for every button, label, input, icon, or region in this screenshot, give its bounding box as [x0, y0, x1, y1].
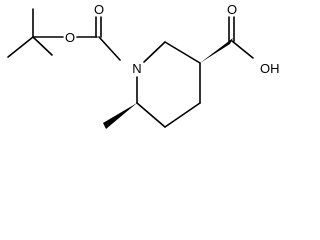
atom-ring-nitrogen: N — [132, 61, 141, 76]
molecule-drawing: O O N O OH — [7, 2, 280, 129]
bond-wedge-methyl — [103, 103, 137, 129]
bond-acid-c-oh — [231, 40, 254, 59]
bond-ring-n-c2 — [143, 41, 166, 63]
bond-ring-c5-c6 — [136, 102, 166, 128]
atom-ester-oxygen: O — [65, 30, 75, 45]
bond-ring-c4-c5 — [164, 102, 201, 128]
bond-tbu-methyl-left — [7, 36, 34, 58]
bond-tbu-methyl-right — [32, 36, 53, 56]
structure-canvas: O O N O OH — [7, 2, 280, 129]
atom-acid-hydroxyl: OH — [260, 61, 280, 76]
bond-carbonyl-to-nitrogen — [98, 36, 121, 61]
bond-ring-c2-c3 — [164, 41, 201, 64]
bond-wedge-carboxyl — [200, 38, 233, 63]
atom-acid-carbonyl-oxygen: O — [227, 2, 237, 17]
atom-carbamate-carbonyl-oxygen: O — [94, 2, 104, 17]
